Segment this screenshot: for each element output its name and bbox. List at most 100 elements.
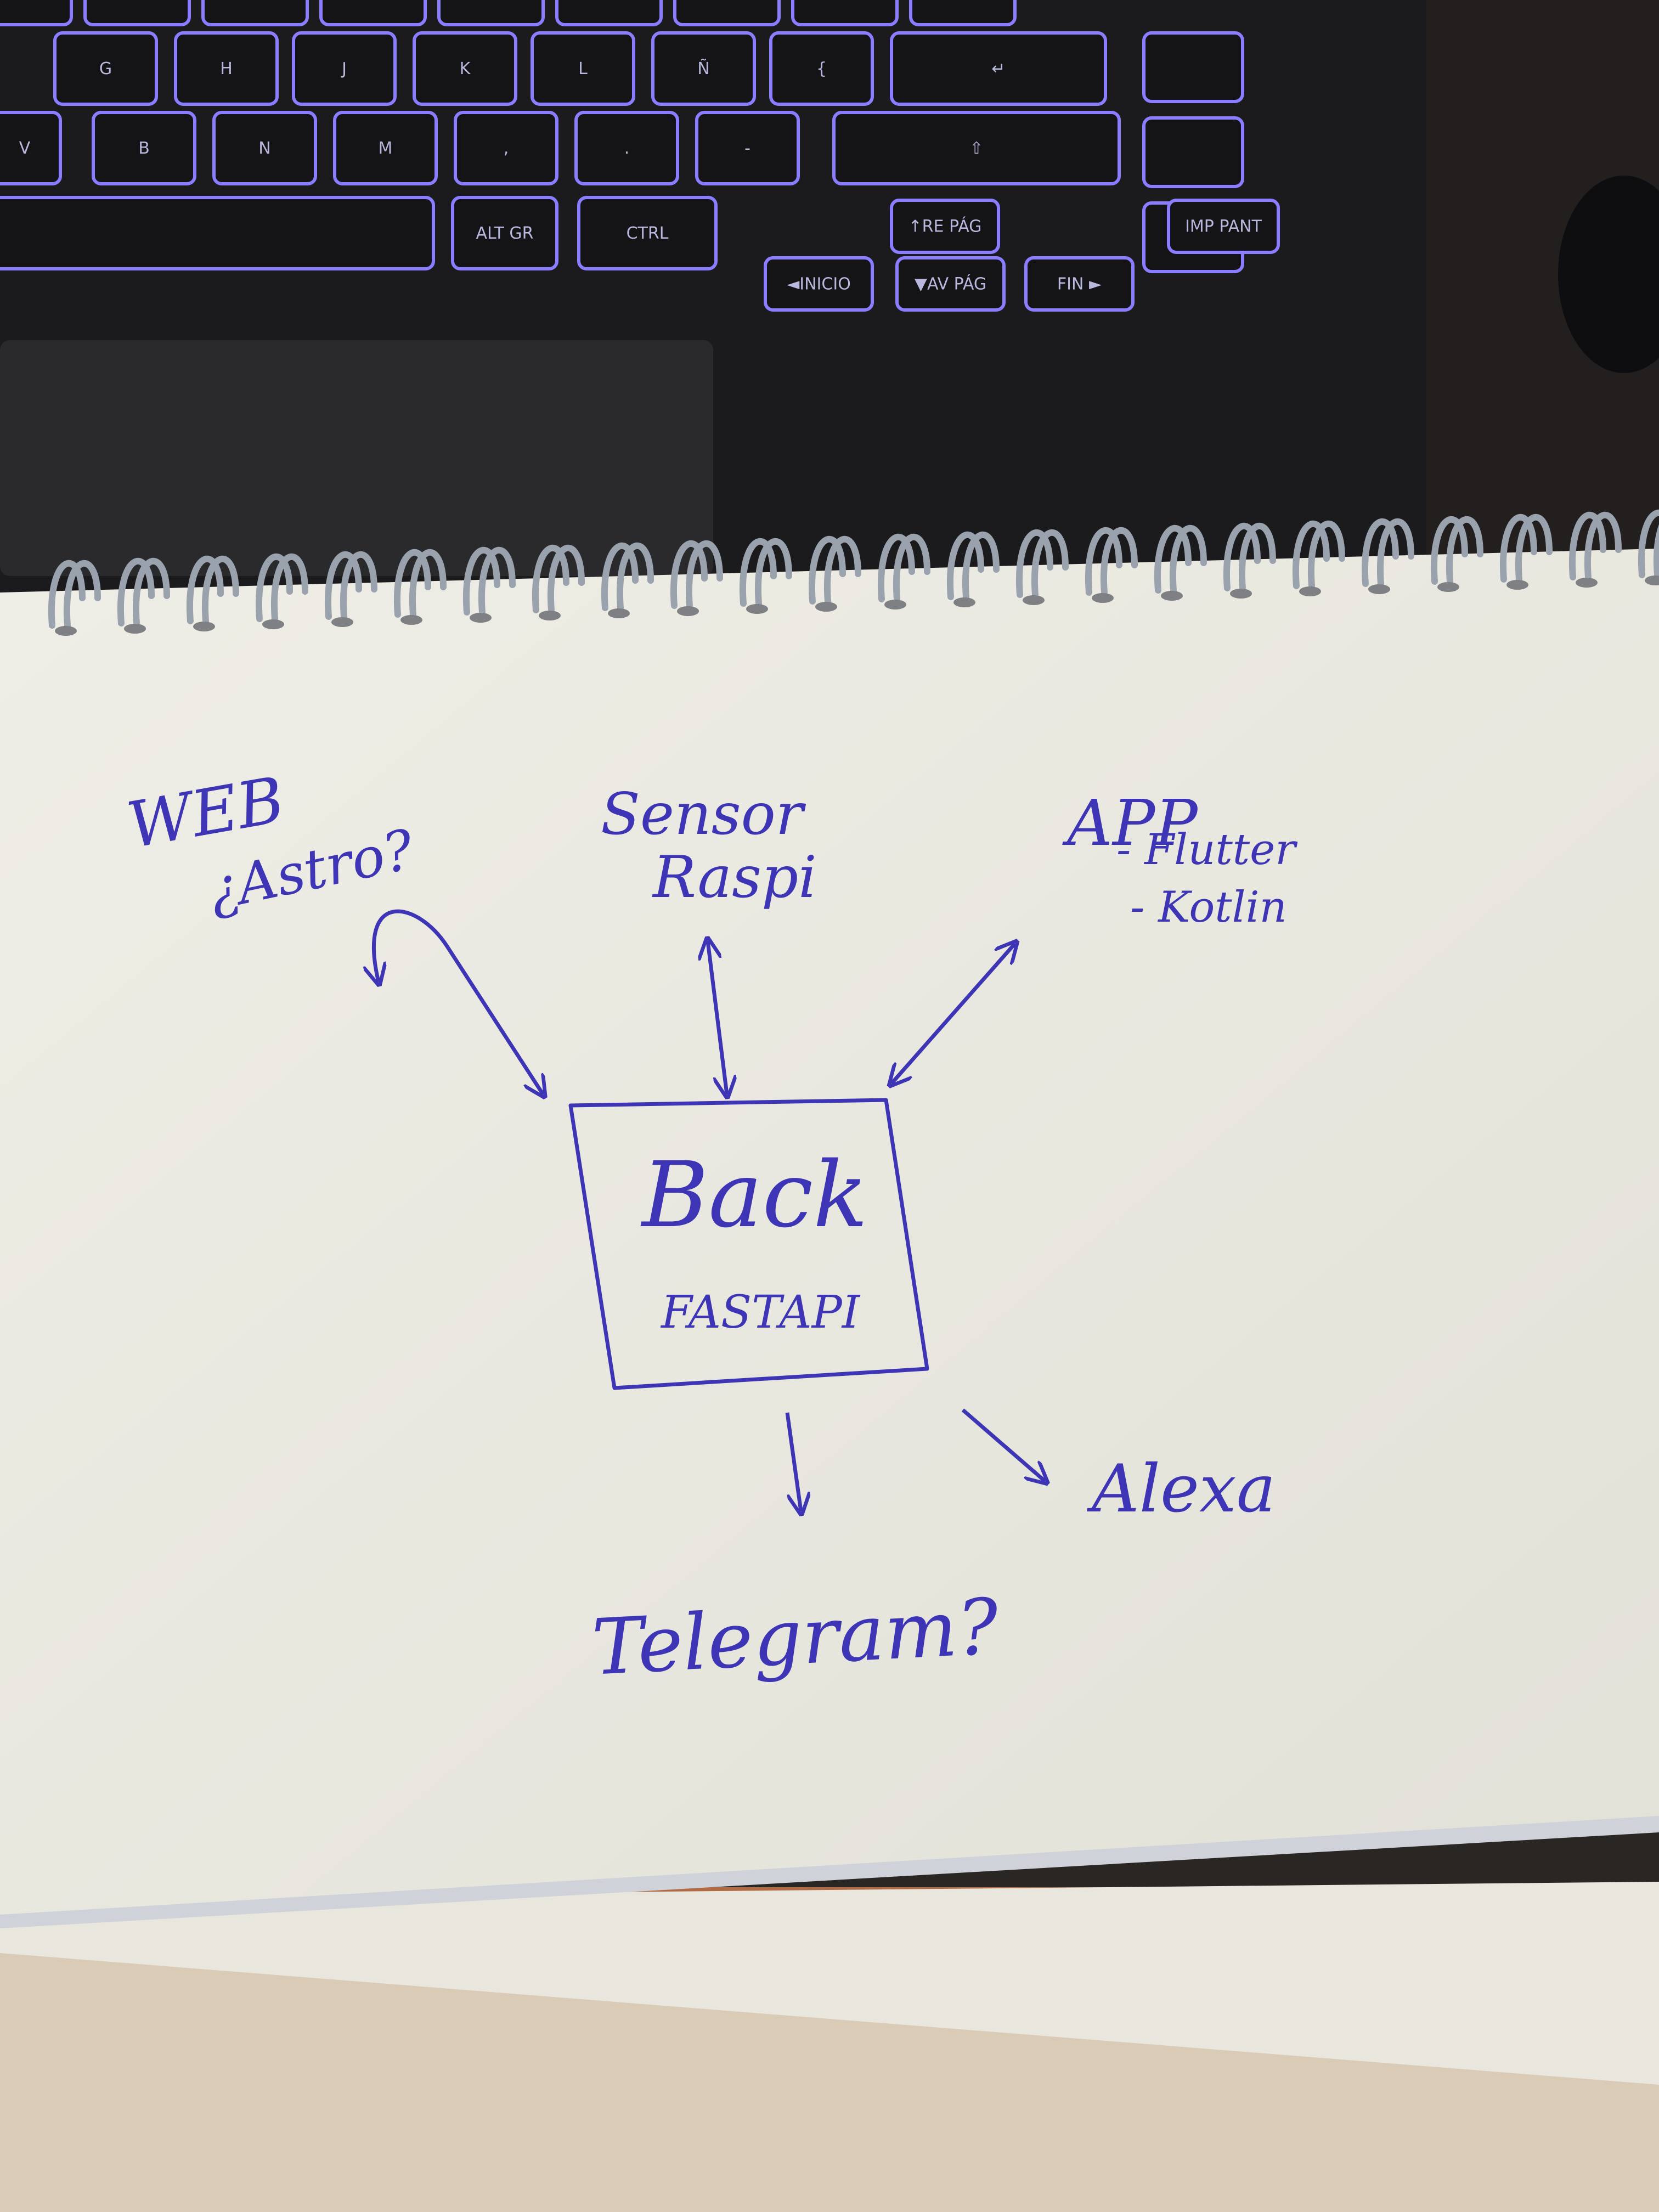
- key-label: ▼AV PÁG: [915, 274, 986, 294]
- binding-hole: [746, 604, 768, 614]
- touchpad: [0, 340, 713, 576]
- keyboard-key: H: [174, 31, 279, 106]
- key-label: IMP PANT: [1185, 217, 1262, 236]
- binding-hole: [331, 617, 353, 627]
- keyboard-key: CTRL: [577, 196, 718, 270]
- spiral-coil: [394, 549, 431, 618]
- spiral-coil: [686, 540, 723, 609]
- key-label: {: [816, 59, 827, 78]
- app-label: APP: [1062, 787, 1198, 860]
- spiral-coil: [532, 544, 569, 613]
- key-label: M: [379, 139, 393, 158]
- telegram-arrow: [785, 1412, 801, 1511]
- spiral-coil: [1308, 520, 1345, 589]
- key-label: H: [220, 59, 233, 78]
- key-label: ↵: [991, 59, 1005, 78]
- notebook-page: [0, 549, 1659, 1920]
- keyboard-key: B: [92, 111, 196, 185]
- spiral-coil: [740, 538, 777, 607]
- key-label: -: [744, 139, 751, 158]
- spiral-coil: [1638, 509, 1659, 578]
- spiral-coil: [1500, 514, 1537, 583]
- spiral-coil: [1584, 511, 1622, 580]
- app-item-kotlin: - Kotlin: [1130, 883, 1287, 932]
- spiral-coil: [325, 551, 362, 620]
- keyboard-key: M: [333, 111, 438, 185]
- key-label: B: [138, 139, 150, 158]
- spiral-coil: [340, 551, 377, 620]
- backend-title: Back: [640, 1142, 868, 1248]
- binding-hole: [1437, 582, 1459, 592]
- spiral-coil: [1377, 518, 1414, 587]
- spiral-coil: [1569, 511, 1606, 580]
- key-label: ALT GR: [476, 224, 533, 243]
- keyboard-key: [791, 0, 899, 26]
- spiral-coil: [1085, 527, 1122, 596]
- key-label: J: [341, 59, 347, 78]
- spiral-coil: [548, 544, 585, 613]
- keyboard-key: ◄INICIO: [764, 256, 874, 312]
- spiral-coil: [1170, 524, 1207, 594]
- spiral-coil: [48, 560, 86, 629]
- architecture-diagram: Back FASTAPI WEB ¿Astro? Sensor Raspi AP…: [122, 763, 1299, 1693]
- alexa-arrow: [961, 1408, 1045, 1481]
- spiral-coil: [1293, 520, 1330, 589]
- binding-hole: [124, 624, 146, 634]
- spiral-coil: [202, 555, 239, 624]
- key-label: ,: [504, 139, 509, 158]
- binding-hole: [1506, 580, 1528, 590]
- keyboard-key: -: [695, 111, 800, 185]
- mouse: [1558, 176, 1659, 373]
- spiral-coil: [893, 533, 930, 602]
- keyboard-key: ALT GR: [451, 196, 558, 270]
- key-label: V: [19, 139, 31, 158]
- key-label: .: [624, 139, 630, 158]
- keyboard-key: [909, 0, 1017, 26]
- binding-hole: [1576, 578, 1598, 588]
- key-label: ↑RE PÁG: [909, 217, 982, 236]
- keyboard-key: [83, 0, 191, 26]
- keyboard-key: Ñ: [651, 31, 756, 106]
- spiral-coil: [1515, 514, 1553, 583]
- spiral-coil: [1654, 524, 1659, 578]
- key-label: L: [578, 59, 588, 78]
- keyboard-key: ,: [454, 111, 558, 185]
- binding-hole: [884, 600, 906, 610]
- binding-hole: [1023, 595, 1045, 605]
- spiral-coil: [1016, 529, 1053, 598]
- binding-hole: [539, 611, 561, 620]
- keyboard-key: {: [769, 31, 874, 106]
- spiral-coil: [1154, 524, 1192, 594]
- spiral-coil: [601, 542, 639, 611]
- binding-hole: [1299, 586, 1321, 596]
- binding-hole: [815, 602, 837, 612]
- keyboard-key: [555, 0, 663, 26]
- sensor-device: Raspi: [652, 844, 817, 911]
- backend-subtitle: FASTAPI: [660, 1286, 861, 1339]
- keyboard-key: V: [0, 111, 62, 185]
- spiral-coil: [187, 555, 224, 624]
- keyboard-key: [0, 0, 73, 26]
- keyboard-key: N: [212, 111, 317, 185]
- keyboard-key: J: [292, 31, 397, 106]
- binding-hole: [953, 597, 975, 607]
- spiral-coil: [755, 538, 792, 607]
- binding-hole: [55, 626, 77, 636]
- spiral-coil: [117, 557, 155, 627]
- keyboard-key: ▼AV PÁG: [895, 256, 1006, 312]
- binding-hole: [1230, 589, 1252, 599]
- notebook: [0, 549, 1659, 2212]
- binding-hole: [400, 615, 422, 625]
- spiral-coil: [1446, 516, 1483, 585]
- key-label: K: [460, 59, 471, 78]
- sensor-label: Sensor: [601, 781, 806, 848]
- spiral-coil: [670, 540, 708, 609]
- backend-box: [568, 1098, 929, 1390]
- laptop: [0, 0, 1659, 603]
- spiral-coil: [947, 531, 984, 600]
- spacebar-key: [0, 196, 435, 270]
- spiral-coil: [617, 542, 654, 611]
- key-label: ◄INICIO: [787, 275, 851, 294]
- binding-hole: [608, 608, 630, 618]
